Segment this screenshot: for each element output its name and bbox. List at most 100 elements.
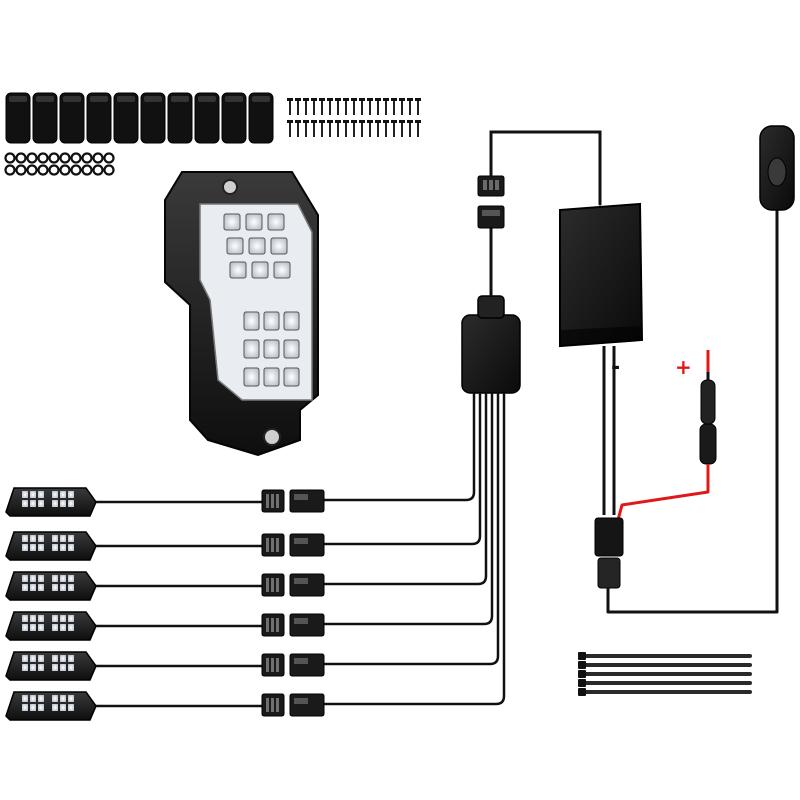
- washer-icon: [15, 152, 27, 164]
- mounting-pad-icon: [59, 92, 85, 144]
- washer-icon: [15, 164, 27, 176]
- power-plug-icon: [594, 517, 624, 589]
- rock-light-pod-icon: [5, 531, 262, 561]
- female-connector-icon: [289, 489, 325, 513]
- washer-icon: [70, 152, 82, 164]
- zip-tie-icon: [578, 652, 752, 660]
- screw-icon: [311, 120, 317, 137]
- screw-icon: [391, 98, 397, 115]
- mounting-pad-icon: [248, 92, 274, 144]
- mounting-pad-icon: [5, 92, 31, 144]
- screw-icon: [319, 120, 325, 137]
- mounting-pad-icon: [86, 92, 112, 144]
- washer-icon: [37, 164, 49, 176]
- screw-icon: [359, 98, 365, 115]
- washer-icon: [48, 152, 60, 164]
- screw-icon: [359, 120, 365, 137]
- mounting-pad-icon: [167, 92, 193, 144]
- screw-icon: [391, 120, 397, 137]
- splitter-branch-wire: [324, 393, 488, 586]
- washer-icon: [26, 164, 38, 176]
- washer-icon: [81, 152, 93, 164]
- screw-icon: [415, 98, 421, 115]
- washer-icon: [92, 152, 104, 164]
- led-cell: [229, 261, 247, 279]
- zip-tie-icon: [578, 670, 752, 678]
- mounting-pad-icon: [32, 92, 58, 144]
- screw-icon: [367, 120, 373, 137]
- screw-icon: [399, 120, 405, 137]
- splitter-hub-icon: [461, 228, 521, 394]
- screw-icon: [295, 98, 301, 115]
- washer-icon: [4, 152, 16, 164]
- washer-icon: [92, 164, 104, 176]
- washer-icon: [4, 164, 16, 176]
- red-wire-bottom: [616, 464, 710, 521]
- screw-icon: [327, 120, 333, 137]
- screw-icon: [383, 120, 389, 137]
- screw-icon: [375, 120, 381, 137]
- screws: [287, 98, 421, 137]
- washer-icon: [26, 152, 38, 164]
- led-cell: [283, 339, 300, 359]
- washer-icon: [103, 164, 115, 176]
- male-connector-icon: [261, 693, 285, 717]
- led-cell: [248, 237, 266, 255]
- led-cell: [283, 311, 300, 331]
- zip-tie-icon: [578, 679, 752, 687]
- splitter-branch-wire: [324, 393, 500, 666]
- screw-icon: [303, 98, 309, 115]
- washer-icon: [103, 152, 115, 164]
- led-cell: [251, 261, 269, 279]
- led-cell: [243, 311, 260, 331]
- mounting-pad-icon: [221, 92, 247, 144]
- inline-fuse-icon: [699, 372, 717, 465]
- fan-out-wires: [324, 393, 506, 706]
- male-connector-icon: [261, 489, 285, 513]
- screw-icon: [335, 98, 341, 115]
- washer-icon: [59, 152, 71, 164]
- zip-ties: [578, 652, 752, 696]
- screw-icon: [319, 98, 325, 115]
- washer-icon: [81, 164, 93, 176]
- screw-icon: [287, 120, 293, 137]
- screw-icon: [351, 120, 357, 137]
- screw-icon: [383, 98, 389, 115]
- screw-icon: [343, 98, 349, 115]
- screw-icon: [351, 98, 357, 115]
- led-cell: [243, 339, 260, 359]
- washers: [4, 152, 115, 176]
- splitter-branch-wire: [324, 393, 506, 706]
- zip-tie-icon: [578, 661, 752, 669]
- mounting-pad-icon: [113, 92, 139, 144]
- splitter-branch-wire: [324, 393, 494, 626]
- led-cell: [245, 213, 263, 231]
- screw-icon: [311, 98, 317, 115]
- led-cell: [267, 213, 285, 231]
- splitter-branch-wire: [324, 393, 476, 502]
- inline-switch-icon: [759, 125, 795, 211]
- screw-icon: [303, 120, 309, 137]
- washer-icon: [59, 164, 71, 176]
- screw-icon: [399, 98, 405, 115]
- screw-icon: [407, 120, 413, 137]
- zip-tie-icon: [578, 688, 752, 696]
- screw-icon: [335, 120, 341, 137]
- rock-light-large-icon: [164, 171, 319, 457]
- female-connector-icon: [289, 693, 325, 717]
- rock-light-pod-icon: [5, 651, 262, 681]
- screw-icon: [407, 98, 413, 115]
- washer-icon: [48, 164, 60, 176]
- switch-loop-wire: [606, 210, 779, 614]
- minus-sign: -: [611, 355, 620, 380]
- female-connector-icon: [289, 533, 325, 557]
- rock-light-pod-icon: [5, 691, 262, 721]
- washer-icon: [70, 164, 82, 176]
- led-cell: [263, 339, 280, 359]
- screw-icon: [367, 98, 373, 115]
- led-cell: [263, 367, 280, 387]
- led-cell: [283, 367, 300, 387]
- female-connector-icon: [289, 573, 325, 597]
- small-rock-light-pods: [5, 487, 325, 721]
